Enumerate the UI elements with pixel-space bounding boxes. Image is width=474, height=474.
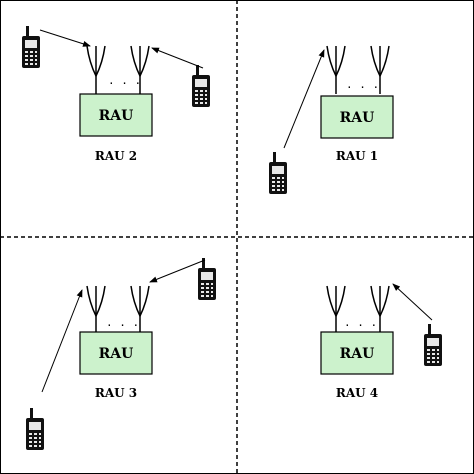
mobile-phone-icon [424, 324, 442, 366]
rau-box [79, 331, 153, 375]
cell-label: RAU 3 [95, 386, 137, 400]
mobile-phone-icon [22, 26, 40, 68]
cell-rau-3: . . . RAU RAU 3 [26, 258, 216, 450]
arrow-icon [283, 49, 325, 149]
cell-label: RAU 2 [95, 149, 137, 163]
antenna-icon [86, 45, 106, 95]
cell-label: RAU 1 [336, 149, 378, 163]
antenna-dots: . . . [344, 316, 377, 329]
antenna-dots: . . . [108, 74, 141, 87]
mobile-phone-icon [26, 408, 44, 450]
cell-rau-4: . . . RAU RAU 4 [320, 283, 442, 400]
arrow-icon [151, 47, 204, 69]
antenna-icon [326, 45, 346, 95]
rau-box-label: RAU [340, 346, 375, 362]
mobile-phone-icon [192, 65, 210, 107]
antenna-icon [86, 285, 106, 335]
rau-box [79, 93, 153, 137]
arrow-icon [149, 259, 206, 283]
cell-rau-2: . . . RAU RAU 2 [22, 26, 210, 163]
antenna-dots: . . . [106, 316, 139, 329]
antenna-icon [326, 285, 346, 335]
mobile-phone-icon [269, 152, 287, 194]
cell-label: RAU 4 [336, 386, 378, 400]
cell-rau-1: . . . RAU RAU 1 [269, 45, 394, 194]
antenna-dots: . . . [346, 78, 379, 91]
rau-box-label: RAU [99, 346, 134, 362]
rau-box-label: RAU [99, 108, 134, 124]
rau-box-label: RAU [340, 110, 375, 126]
rau-box [320, 331, 394, 375]
arrow-icon [392, 283, 433, 321]
arrow-icon [41, 289, 83, 393]
mobile-phone-icon [198, 258, 216, 300]
rau-box [320, 95, 394, 139]
arrow-icon [39, 29, 91, 47]
